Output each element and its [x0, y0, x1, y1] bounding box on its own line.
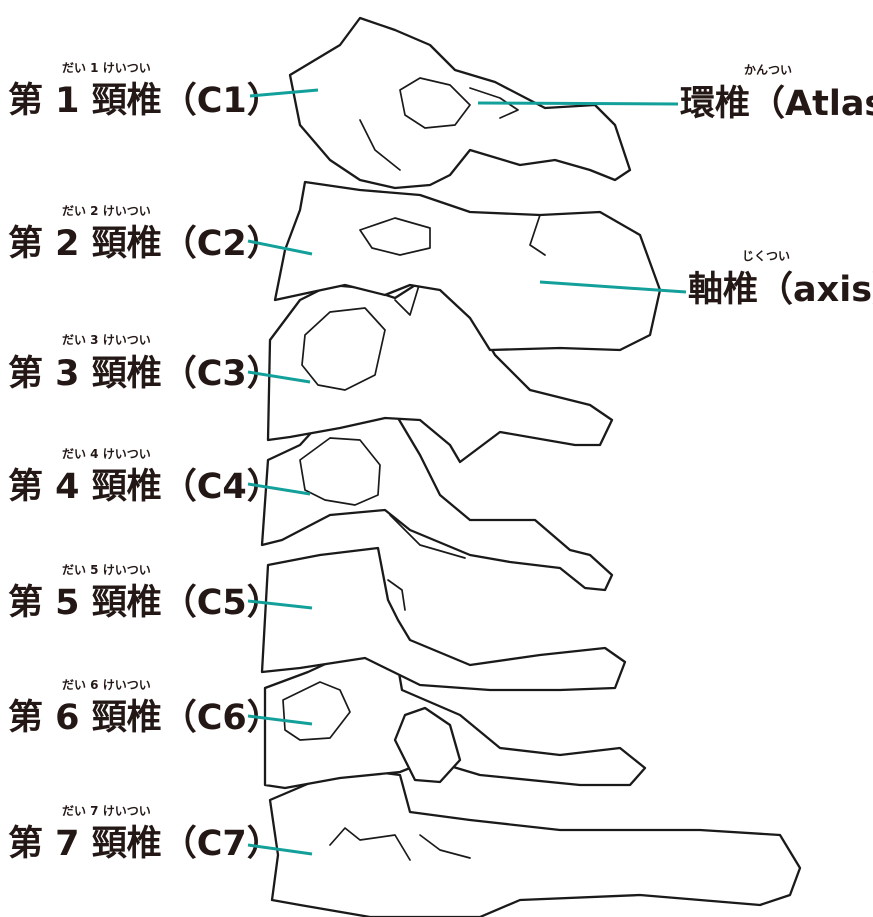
c6-ruby: だい 6 けいつい: [62, 678, 151, 692]
c2-ruby: だい 2 けいつい: [62, 204, 151, 218]
c3-label: 第 3 頸椎（C3）: [8, 354, 282, 394]
c1-label: 第 1 頸椎（C1）: [8, 81, 282, 121]
axis-ruby: じくつい: [742, 249, 790, 263]
c5-ruby: だい 5 けいつい: [62, 563, 151, 577]
vertebrae-illustration: [262, 18, 800, 917]
c3-ruby: だい 3 けいつい: [62, 333, 151, 347]
atlas-label: 環椎（Atlas）: [680, 84, 873, 124]
c1-ruby: だい 1 けいつい: [62, 61, 151, 75]
atlas-ruby: かんつい: [744, 63, 792, 77]
c6-label: 第 6 頸椎（C6）: [8, 698, 282, 738]
c2-label: 第 2 頸椎（C2）: [8, 224, 282, 264]
atlas-leader-line: [478, 103, 678, 104]
axis-label: 軸椎（axis）: [688, 270, 873, 310]
c4-label: 第 4 頸椎（C4）: [8, 467, 282, 507]
left-labels: だい 1 けいつい 第 1 頸椎（C1） だい 2 けいつい 第 2 頸椎（C2…: [8, 61, 282, 864]
c7-label: 第 7 頸椎（C7）: [8, 824, 282, 864]
c7-ruby: だい 7 けいつい: [62, 804, 151, 818]
c5-label: 第 5 頸椎（C5）: [8, 583, 282, 623]
c4-ruby: だい 4 けいつい: [62, 447, 151, 461]
vertebra-c7-shape: [270, 768, 800, 917]
right-labels: かんつい 環椎（Atlas） じくつい 軸椎（axis）: [680, 63, 873, 310]
